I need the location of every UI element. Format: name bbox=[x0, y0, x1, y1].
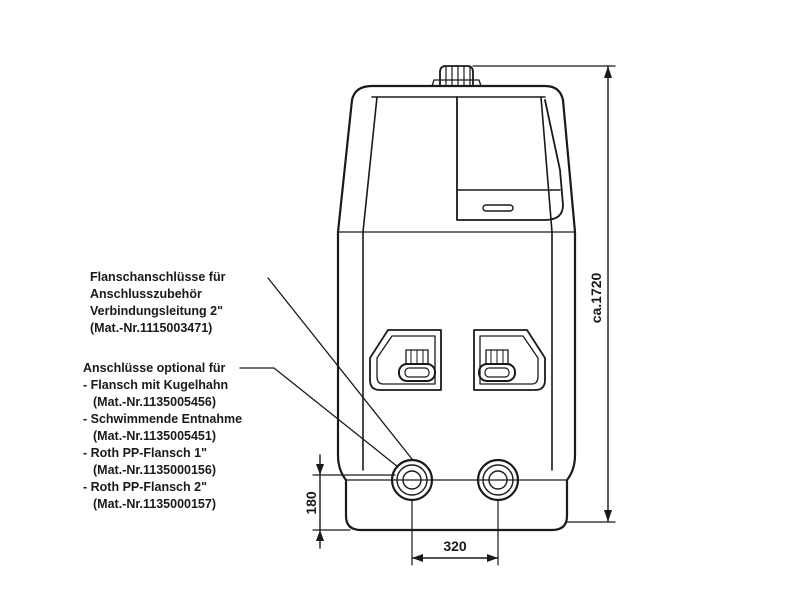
annotation-lower-line: Anschlüsse optional für bbox=[83, 361, 226, 375]
right-connection-niche bbox=[473, 329, 546, 391]
annotation-lower-line: - Roth PP-Flansch 1" bbox=[83, 446, 207, 460]
dimension-flange-height: 180 bbox=[303, 454, 396, 549]
dimension-flange-spacing: 320 bbox=[411, 499, 499, 566]
dimension-flange-spacing-label: 320 bbox=[443, 538, 467, 554]
annotation-upper-line: Verbindungsleitung 2" bbox=[90, 304, 223, 318]
annotation-lower-line: (Mat.-Nr.1135000156) bbox=[93, 463, 216, 477]
annotation-lower-line: - Schwimmende Entnahme bbox=[83, 412, 242, 426]
dimension-flange-height-label: 180 bbox=[303, 491, 319, 515]
annotation-lower-line: - Roth PP-Flansch 2" bbox=[83, 480, 207, 494]
annotation-upper-line: Anschlusszubehör bbox=[90, 287, 202, 301]
annotation-upper-line: (Mat.-Nr.1115003471) bbox=[90, 321, 212, 335]
annotation-lower-line: (Mat.-Nr.1135005451) bbox=[93, 429, 216, 443]
annotation-lower: Anschlüsse optional für - Flansch mit Ku… bbox=[83, 361, 242, 511]
annotation-lower-line: (Mat.-Nr.1135000157) bbox=[93, 497, 216, 511]
dimension-height-total: ca.1720 bbox=[472, 65, 616, 523]
dimension-height-total-label: ca.1720 bbox=[588, 272, 604, 323]
annotation-lower-line: (Mat.-Nr.1135005456) bbox=[93, 395, 216, 409]
leader-lines bbox=[239, 277, 413, 468]
handle-recess bbox=[456, 96, 564, 221]
top-cap bbox=[431, 65, 482, 87]
annotation-upper-line: Flanschanschlüsse für bbox=[90, 270, 226, 284]
left-connection-niche bbox=[369, 329, 442, 391]
tank-body bbox=[336, 84, 577, 532]
annotation-lower-line: - Flansch mit Kugelhahn bbox=[83, 378, 228, 392]
annotation-upper: Flanschanschlüsse für Anschlusszubehör V… bbox=[90, 270, 226, 335]
